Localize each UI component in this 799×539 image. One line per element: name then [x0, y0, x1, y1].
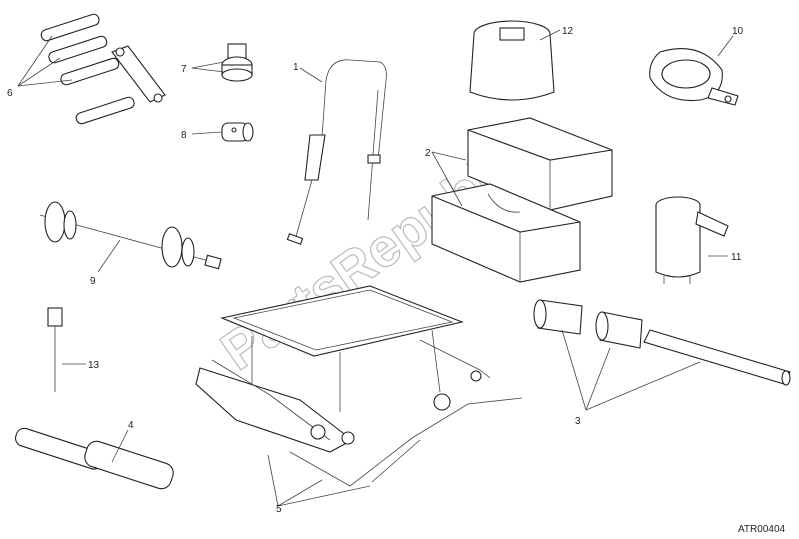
- callout-7: 7: [181, 64, 187, 75]
- callout-2: 2: [425, 148, 431, 159]
- callout-1: 1: [293, 62, 299, 73]
- part-7-adapter: [221, 43, 253, 82]
- part-6-pin-set: [40, 13, 166, 125]
- part-3-bar-and-sleeves: [533, 299, 791, 386]
- callout-12: 12: [562, 26, 574, 37]
- part-5-service-stand: [195, 285, 523, 487]
- part-10-ring-spanner: [649, 48, 739, 106]
- callout-10: 10: [732, 26, 744, 37]
- callout-13: 13: [88, 360, 100, 371]
- callout-labels: 1 2 3 4 5 6 7 8 9 10 11 12 13: [7, 26, 744, 515]
- part-13-threaded-rod: [47, 307, 63, 392]
- callout-4: 4: [128, 420, 134, 431]
- part-11-cylinder-tool: [655, 196, 729, 284]
- callout-5: 5: [276, 504, 282, 515]
- drawing-code: ATR00404: [738, 524, 786, 535]
- part-2-blocks: [431, 117, 613, 283]
- callout-8: 8: [181, 130, 187, 141]
- part-4-handle: [15, 427, 174, 490]
- part-1-gauge-tool: [286, 59, 387, 245]
- callout-3: 3: [575, 416, 581, 427]
- callout-11: 11: [731, 252, 742, 263]
- callout-9: 9: [90, 276, 96, 287]
- part-12-socket: [469, 20, 555, 101]
- part-9-puller-shaft: [39, 201, 222, 270]
- leader-lines: [17, 29, 734, 507]
- callout-6: 6: [7, 88, 13, 99]
- part-8-bushing: [221, 122, 254, 142]
